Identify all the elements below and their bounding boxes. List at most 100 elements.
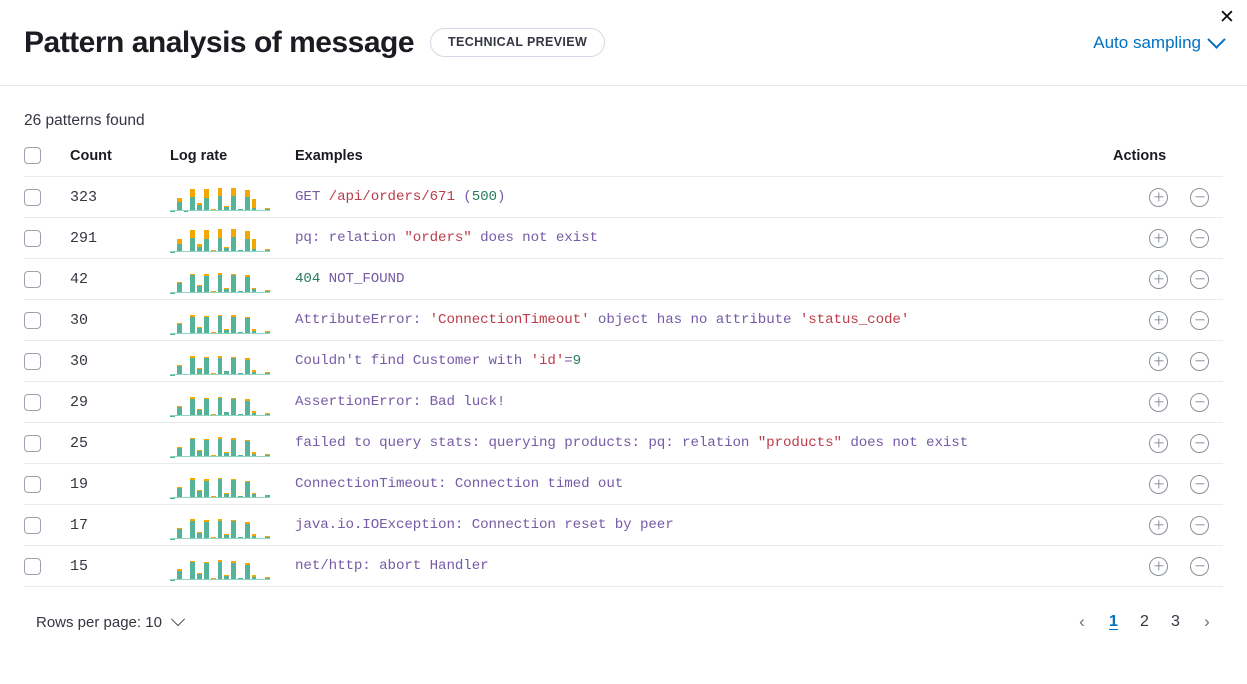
- minus-circle-icon[interactable]: [1190, 474, 1209, 494]
- sparkline-bar-segment-green: [217, 316, 223, 334]
- sparkline-bar-segment-green: [190, 398, 196, 416]
- sparkline-bar-segment-green: [237, 209, 243, 211]
- sparkline-bar: [217, 437, 223, 457]
- sparkline-bar: [231, 188, 236, 211]
- pagination-prev-icon[interactable]: ‹: [1079, 612, 1085, 631]
- row-checkbox[interactable]: [24, 393, 41, 411]
- pagination-page-1[interactable]: 1: [1109, 613, 1118, 630]
- sparkline-bar-segment-green: [265, 290, 270, 293]
- minus-circle-icon[interactable]: [1190, 310, 1209, 330]
- minus-circle-icon[interactable]: [1190, 351, 1209, 371]
- plus-circle-icon[interactable]: [1149, 228, 1168, 248]
- sparkline-bar: [237, 495, 243, 498]
- sparkline-bar-segment-green: [197, 410, 202, 416]
- row-checkbox[interactable]: [24, 270, 41, 288]
- pagination-page-2[interactable]: 2: [1140, 613, 1149, 630]
- row-checkbox[interactable]: [24, 516, 41, 534]
- minus-circle-icon[interactable]: [1190, 269, 1209, 289]
- sparkline-bar-segment-green: [258, 456, 264, 457]
- sparkline-bar-segment-green: [210, 373, 216, 375]
- sparkline-bar-segment-green: [265, 372, 270, 375]
- panel-header: Pattern analysis of message TECHNICAL PR…: [0, 0, 1247, 86]
- sparkline-bar-segment-green: [176, 243, 182, 252]
- sparkline-bar-segment-green: [217, 479, 223, 498]
- actions-cell: [1113, 504, 1223, 546]
- sparkline-bar-segment-green: [176, 447, 182, 457]
- sparkline-bar-segment-green: [258, 538, 264, 539]
- column-header-count[interactable]: Count: [70, 147, 170, 177]
- auto-sampling-selector[interactable]: Auto sampling: [1093, 30, 1226, 53]
- row-checkbox[interactable]: [24, 475, 41, 493]
- row-checkbox[interactable]: [24, 434, 41, 452]
- plus-circle-icon[interactable]: [1149, 310, 1168, 330]
- sparkline-bar-segment-orange: [244, 275, 250, 277]
- sparkline-bar: [237, 249, 243, 252]
- row-checkbox[interactable]: [24, 352, 41, 370]
- sparkline-bar-segment-green: [203, 275, 209, 293]
- close-icon[interactable]: ✕: [1219, 6, 1235, 28]
- minus-circle-icon[interactable]: [1190, 392, 1209, 412]
- example-cell: java.io.IOException: Connection reset by…: [295, 504, 1113, 546]
- sparkline-bar-segment-green: [190, 562, 196, 580]
- sparkline-bar-segment-orange: [203, 438, 209, 441]
- column-header-examples[interactable]: Examples: [295, 147, 1113, 177]
- sparkline-bar: [231, 229, 236, 252]
- sparkline-bar-segment-green: [176, 365, 182, 375]
- sparkline-bar-segment-orange: [176, 364, 182, 366]
- sparkline-bar-segment-orange: [197, 326, 202, 328]
- example-token: java.io.IOException: Connection reset by…: [295, 517, 674, 533]
- sparkline-bar: [258, 414, 264, 416]
- sparkline-bar-segment-orange: [190, 437, 196, 440]
- row-checkbox[interactable]: [24, 557, 41, 575]
- plus-circle-icon[interactable]: [1149, 556, 1168, 576]
- sparkline-bar-segment-green: [231, 399, 236, 416]
- minus-circle-icon[interactable]: [1190, 556, 1209, 576]
- sparkline-bar-segment-green: [251, 289, 257, 293]
- plus-circle-icon[interactable]: [1149, 392, 1168, 412]
- sparkline-bar-segment-green: [176, 282, 182, 293]
- sparkline-bar-segment-green: [265, 209, 270, 211]
- pagination-page-3[interactable]: 3: [1171, 613, 1180, 630]
- row-checkbox[interactable]: [24, 311, 41, 329]
- plus-circle-icon[interactable]: [1149, 515, 1168, 535]
- sparkline-bar: [258, 537, 264, 539]
- minus-circle-icon[interactable]: [1190, 433, 1209, 453]
- column-header-log-rate[interactable]: Log rate: [170, 147, 295, 177]
- sparkline-bar: [197, 449, 202, 457]
- sparkline-bar-segment-orange: [197, 449, 202, 451]
- sparkline-bar-segment-green: [244, 276, 250, 293]
- sparkline-bar-segment-green: [237, 250, 243, 252]
- row-actions: [1113, 515, 1223, 535]
- plus-circle-icon[interactable]: [1149, 433, 1168, 453]
- minus-circle-icon[interactable]: [1190, 187, 1209, 207]
- log-rate-sparkline: [170, 511, 270, 539]
- sparkline-bar-segment-green: [183, 497, 189, 498]
- sparkline-bar-segment-orange: [203, 189, 209, 198]
- pagination: ‹ 1 2 3 ›: [1066, 606, 1223, 638]
- sparkline-bar-segment-green: [224, 576, 230, 580]
- row-checkbox[interactable]: [24, 188, 41, 206]
- sparkline-bar: [203, 274, 209, 293]
- actions-cell: [1113, 176, 1223, 218]
- example-token: "orders": [404, 230, 472, 246]
- sparkline-bar-segment-green: [190, 275, 196, 293]
- plus-circle-icon[interactable]: [1149, 474, 1168, 494]
- sparkline-bar-segment-green: [237, 455, 243, 457]
- sparkline-bar: [237, 331, 243, 334]
- sparkline-bar-segment-green: [231, 195, 236, 211]
- sparkline-bar-segment-green: [197, 369, 202, 375]
- sparkline-bar: [203, 520, 209, 539]
- rows-per-page-selector[interactable]: Rows per page: 10: [36, 612, 185, 631]
- minus-circle-icon[interactable]: [1190, 515, 1209, 535]
- plus-circle-icon[interactable]: [1149, 187, 1168, 207]
- pagination-next-icon[interactable]: ›: [1204, 612, 1210, 631]
- plus-circle-icon[interactable]: [1149, 269, 1168, 289]
- chevron-down-icon: [170, 612, 185, 627]
- row-checkbox[interactable]: [24, 229, 41, 247]
- sparkline-bar: [265, 577, 270, 580]
- minus-circle-icon[interactable]: [1190, 228, 1209, 248]
- sparkline-bar-segment-green: [231, 521, 236, 539]
- select-all-checkbox[interactable]: [24, 147, 41, 164]
- plus-circle-icon[interactable]: [1149, 351, 1168, 371]
- sparkline-bar-segment-green: [183, 374, 189, 375]
